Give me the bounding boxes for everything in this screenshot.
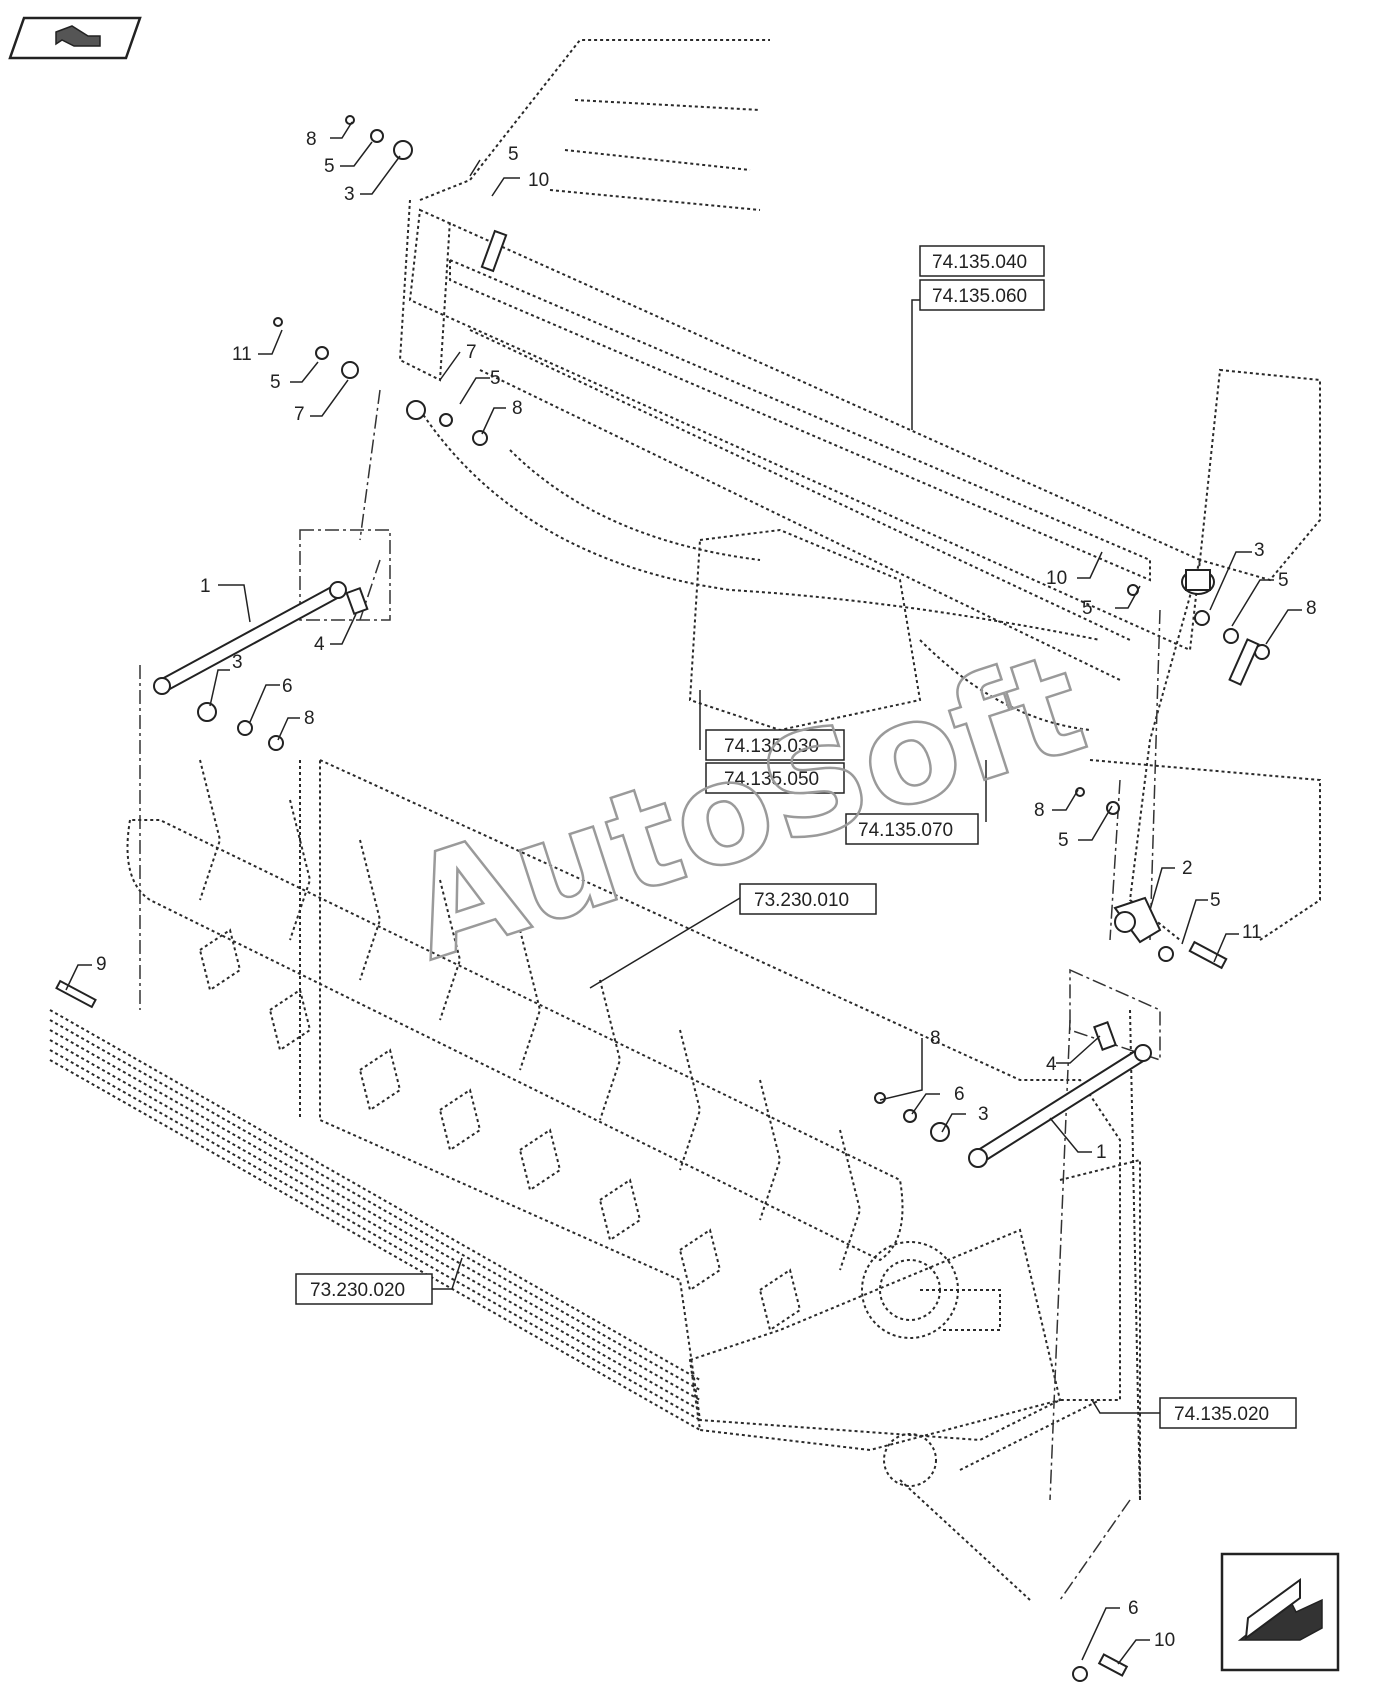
callout-label: 2 <box>1182 858 1193 879</box>
ref-box-label: 74.135.040 <box>932 252 1027 273</box>
callout-label: 8 <box>512 398 523 419</box>
callout-label: 9 <box>96 954 107 975</box>
callout-label: 11 <box>232 344 252 365</box>
callout-label: 6 <box>954 1084 965 1105</box>
folded-arrow-back-icon[interactable] <box>8 16 142 60</box>
callout-label: 8 <box>1306 598 1317 619</box>
ref-box[interactable] <box>739 883 877 915</box>
callout-label: 10 <box>1154 1630 1175 1651</box>
callout-label: 3 <box>1254 540 1265 561</box>
callout-label: 4 <box>1046 1054 1057 1075</box>
callout-label: 5 <box>508 144 519 165</box>
callout-label: 4 <box>314 634 325 655</box>
callout-label: 5 <box>1058 830 1069 851</box>
callout-label: 3 <box>978 1104 989 1125</box>
hardware-parts <box>55 115 1270 1682</box>
reference-box-labels: 74.135.040 74.135.060 74.135.030 74.135.… <box>310 252 1269 1425</box>
callout-label: 8 <box>930 1028 941 1049</box>
callout-label: 1 <box>1096 1142 1107 1163</box>
ref-box-label: 74.135.070 <box>858 820 953 841</box>
callout-label: 3 <box>232 652 243 673</box>
callout-label: 8 <box>304 708 315 729</box>
callout-label: 5 <box>490 368 501 389</box>
assembly-guide-lines <box>139 389 1161 1601</box>
callout-label: 5 <box>1082 598 1093 619</box>
callout-label: 10 <box>1046 568 1067 589</box>
callout-label: 5 <box>270 372 281 393</box>
callout-label: 8 <box>306 129 317 150</box>
callout-label: 5 <box>1210 890 1221 911</box>
ref-box-label: 74.135.050 <box>724 769 819 790</box>
ref-box[interactable] <box>919 245 1045 277</box>
ref-box[interactable] <box>705 729 845 761</box>
callout-label: 10 <box>528 170 549 191</box>
ref-box[interactable] <box>919 279 1045 311</box>
callout-label: 7 <box>294 404 305 425</box>
callout-label: 5 <box>324 156 335 177</box>
ref-box[interactable] <box>845 813 979 845</box>
ref-box[interactable] <box>1159 1397 1297 1429</box>
callout-label: 5 <box>1278 570 1289 591</box>
ref-box-label: 74.135.030 <box>724 736 819 757</box>
ref-box-label: 73.230.020 <box>310 1280 405 1301</box>
callout-label: 8 <box>1034 800 1045 821</box>
reference-boxes <box>295 245 1297 1429</box>
ref-box[interactable] <box>705 762 845 794</box>
callout-numbers: 8 5 3 5 10 11 5 7 7 5 8 1 4 3 6 8 9 10 5… <box>96 129 1317 1651</box>
ref-box-label: 74.135.020 <box>1174 1404 1269 1425</box>
callout-label: 11 <box>1242 922 1262 943</box>
callout-label: 7 <box>466 342 477 363</box>
watermark-text: AutoSoft <box>390 622 1102 992</box>
folded-arrow-next-icon[interactable] <box>1220 1552 1340 1672</box>
ref-box[interactable] <box>295 1273 433 1305</box>
callout-label: 6 <box>1128 1598 1139 1619</box>
callout-label: 3 <box>344 184 355 205</box>
machine-line-art <box>49 39 1321 1601</box>
ref-box-label: 74.135.060 <box>932 286 1027 307</box>
callout-label: 1 <box>200 576 211 597</box>
ref-box-label: 73.230.010 <box>754 890 849 911</box>
callout-label: 6 <box>282 676 293 697</box>
leader-lines <box>65 121 1302 1665</box>
